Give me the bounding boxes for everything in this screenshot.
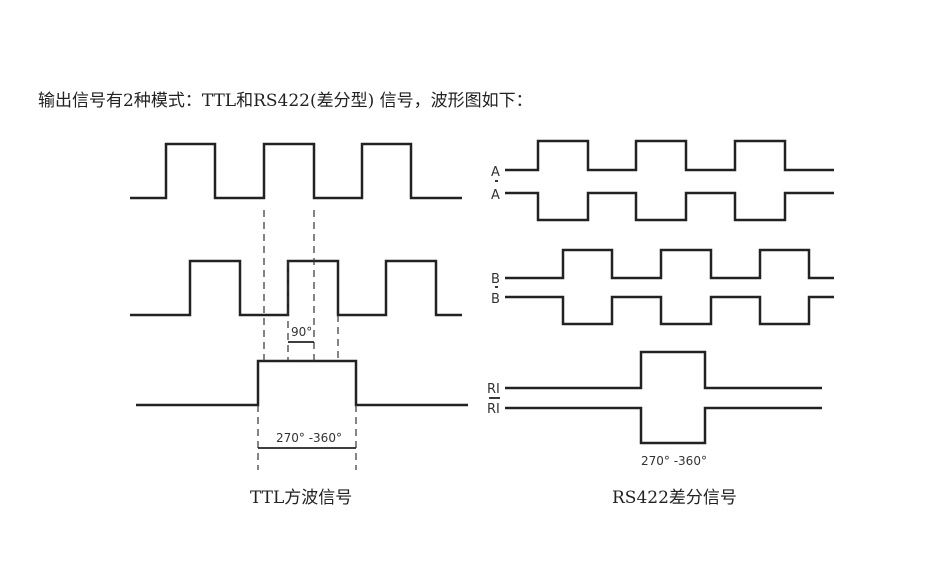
- ttl-channel-a-waveform: [130, 142, 462, 200]
- rs422-b-inverted-waveform: [505, 295, 834, 326]
- signal-label-a: A: [491, 165, 500, 180]
- signal-label-b-inverted: B: [491, 292, 500, 307]
- rs422-b-waveform: [505, 248, 834, 280]
- signal-label-b: B: [491, 272, 500, 287]
- ttl-range-label: 270° -360°: [276, 431, 342, 445]
- ttl-index-waveform: [136, 359, 468, 407]
- signal-label-a-inverted: A: [491, 188, 500, 203]
- rs422-index-waveform: [505, 350, 822, 390]
- rs422-index-inverted-waveform: [505, 406, 822, 445]
- rs422-a-waveform: [505, 139, 834, 172]
- rs422-range-label: 270° -360°: [641, 454, 707, 468]
- ttl-channel-b-waveform: [130, 259, 462, 317]
- ttl-caption: TTL方波信号: [250, 488, 353, 508]
- rs422-a-inverted-waveform: [505, 191, 834, 222]
- phase-label: 90°: [291, 325, 312, 339]
- signal-label-ri-inverted: RI: [487, 402, 500, 417]
- rs422-caption: RS422差分信号: [612, 488, 737, 508]
- signal-label-ri: RI: [487, 382, 500, 397]
- heading-text: 输出信号有2种模式：TTL和RS422(差分型) 信号，波形图如下：: [38, 91, 533, 111]
